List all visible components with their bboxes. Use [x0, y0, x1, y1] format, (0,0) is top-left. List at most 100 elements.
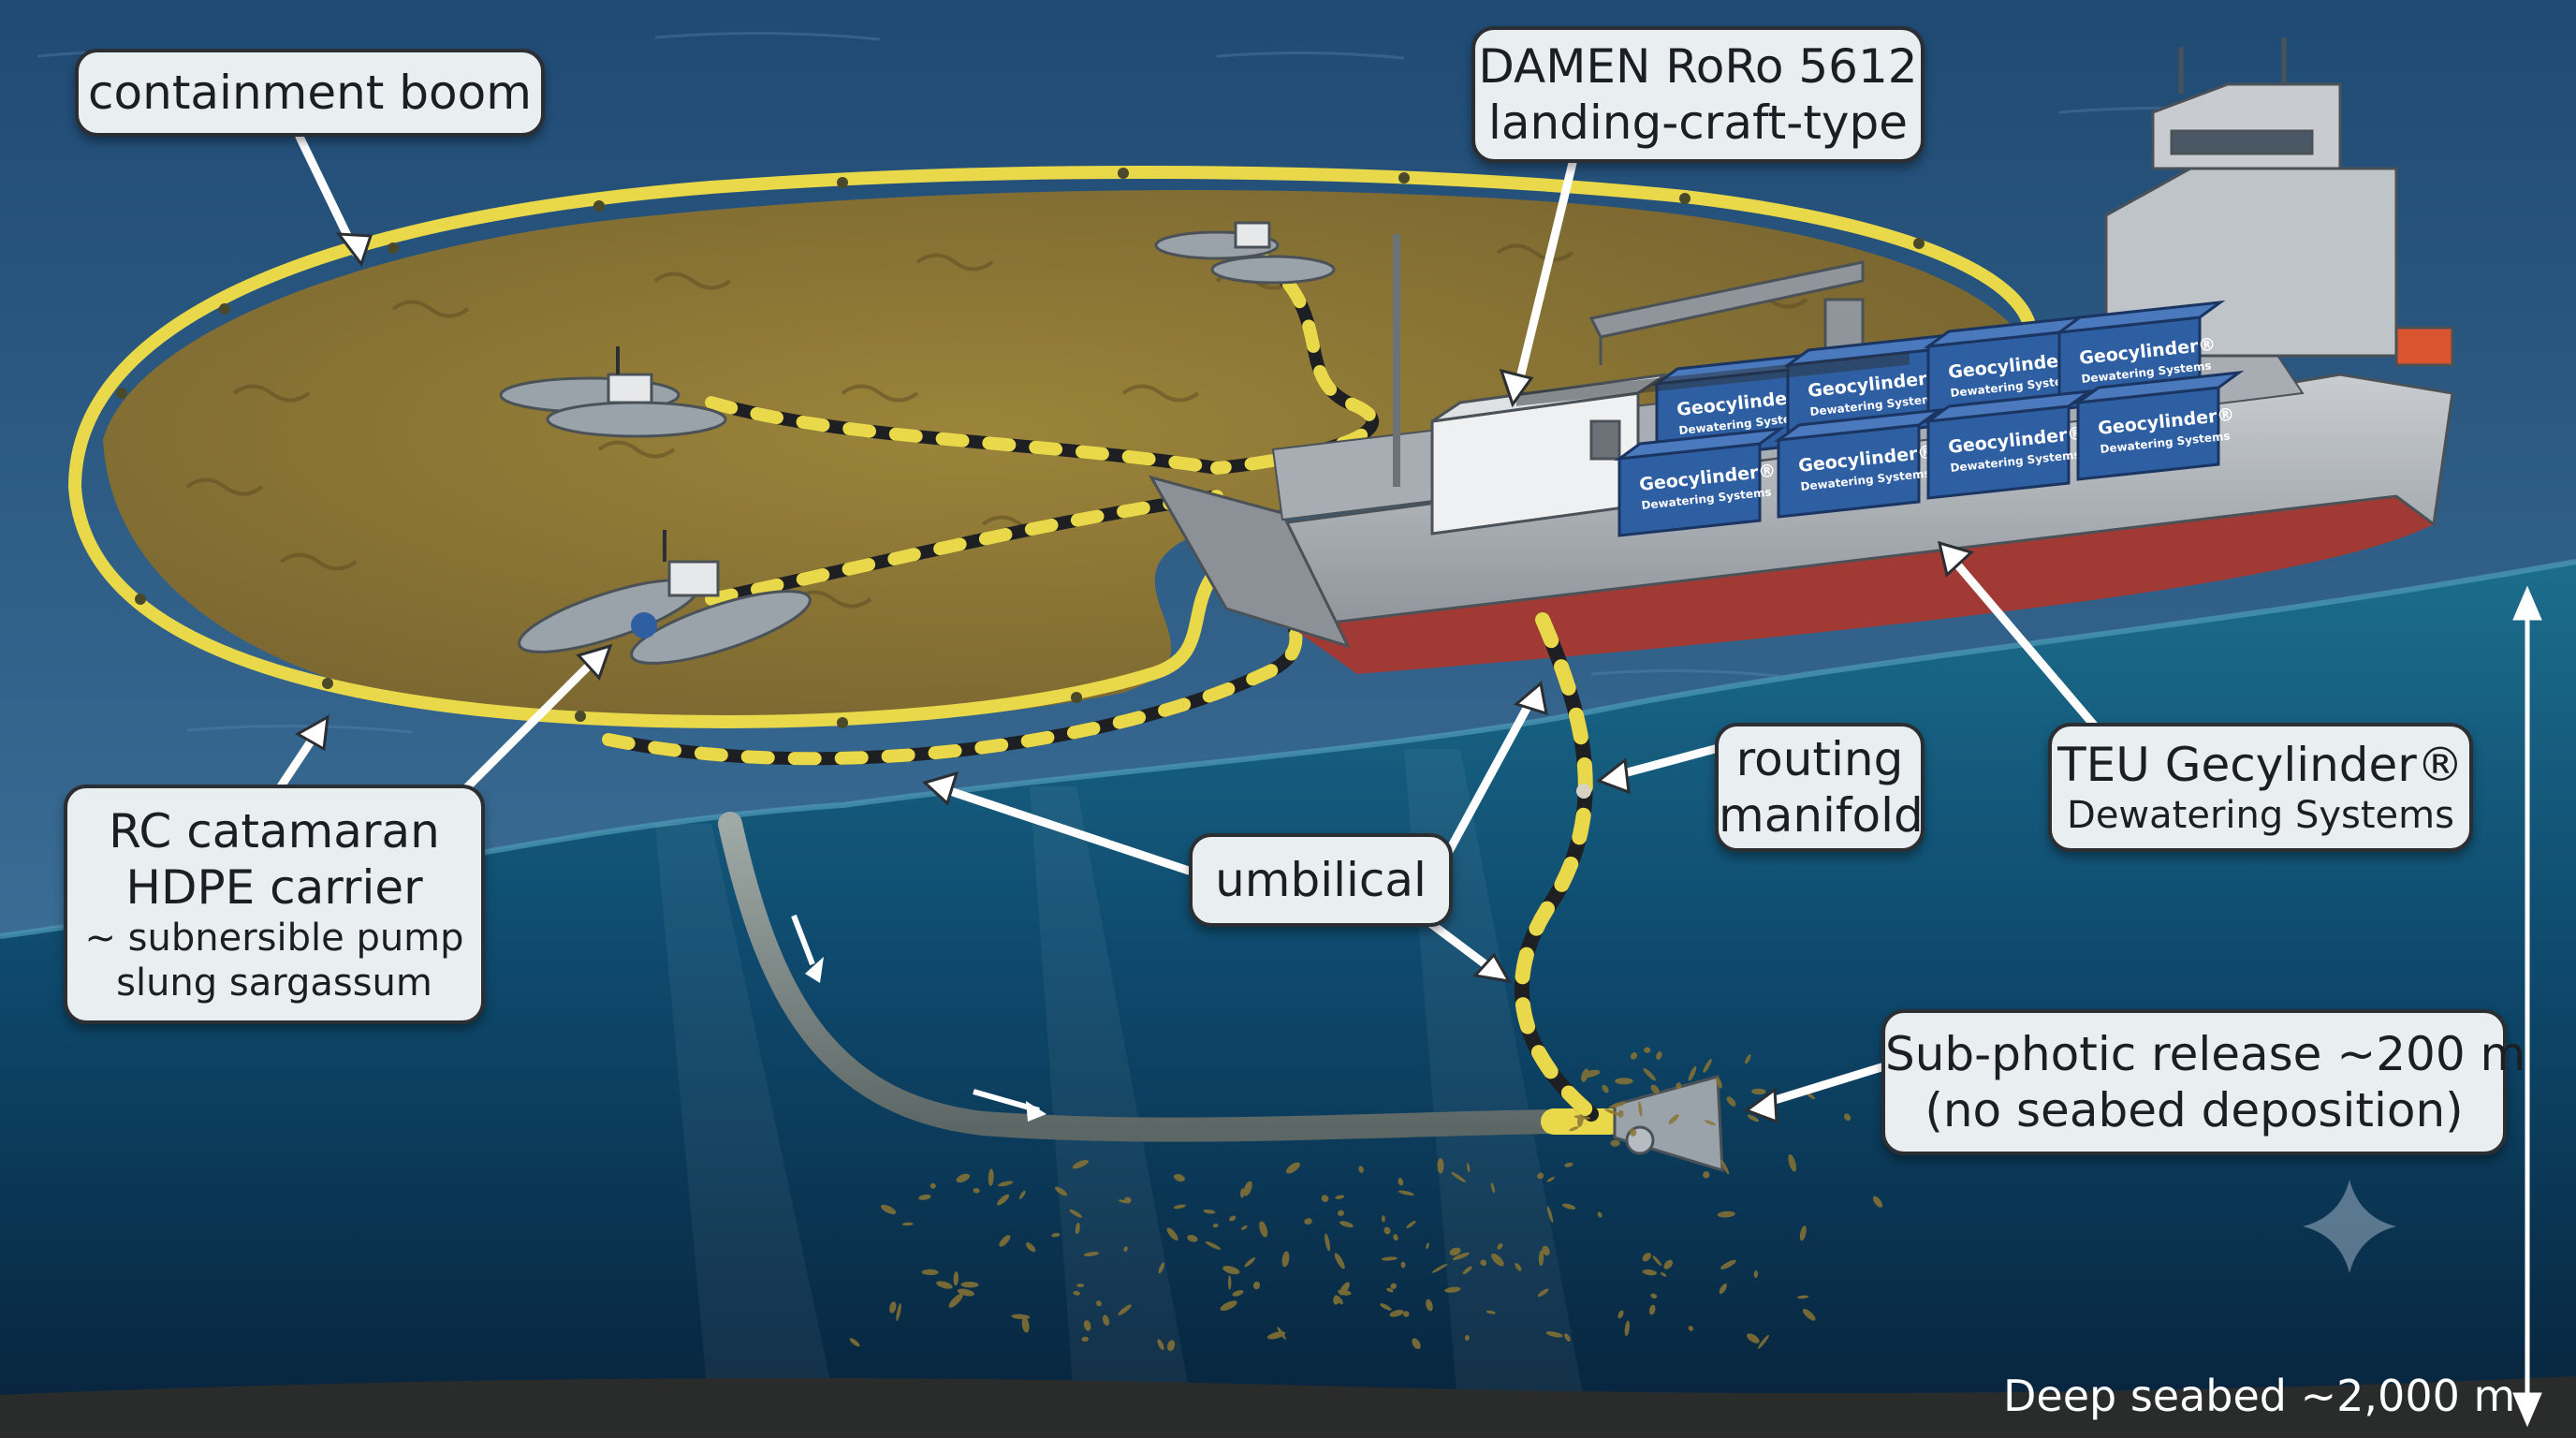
sargassum-fragment	[1076, 1284, 1085, 1287]
sargassum-fragment	[1173, 1174, 1185, 1182]
sargassum-fragment	[1546, 1206, 1554, 1224]
sargassum-fragment	[1747, 1114, 1760, 1123]
sargassum-fragment	[1304, 1218, 1312, 1225]
sargassum-fragment	[1569, 1126, 1579, 1132]
sargassum-fragment	[1286, 1162, 1300, 1174]
flow-arrowhead-1	[805, 957, 824, 983]
sargassum-fragment	[1021, 1316, 1030, 1333]
seabed	[0, 1376, 2576, 1438]
sargassum-fragment	[1497, 1242, 1503, 1250]
hull-portholes	[1516, 351, 1910, 406]
catamaran-top	[1154, 221, 1336, 285]
sargassum-fragment	[1240, 1188, 1245, 1198]
containment-boom-label: containment boom	[88, 66, 532, 120]
sargassum-fragment	[1203, 1209, 1216, 1214]
sargassum-fragment	[1333, 1295, 1339, 1305]
sargassum-fragment	[1426, 1299, 1433, 1312]
sargassum-fragment	[929, 1182, 936, 1189]
sargassum-fragment	[1630, 1051, 1637, 1060]
routing-label-line2: manifold	[1719, 788, 1924, 843]
sargassum-fragment	[1617, 1109, 1624, 1118]
sargassum-fragment	[1412, 1338, 1421, 1349]
sargassum-fragment	[1339, 1221, 1354, 1228]
sargassum-fragment	[1403, 1311, 1410, 1317]
sargassum-fragment	[1072, 1159, 1089, 1169]
sargassum-fragment	[1386, 1287, 1394, 1293]
geocylinder-container: Geocylinder®Dewatering Systems	[1614, 426, 1786, 537]
sargassum-fragment	[1212, 1223, 1219, 1228]
sargassum-fragment	[1449, 1247, 1461, 1256]
sargassum-fragment	[1083, 1320, 1091, 1331]
callout-pointers	[276, 132, 2101, 1109]
ship-ramp	[1148, 475, 1351, 649]
sargassum-fragment	[1650, 1084, 1660, 1094]
sargassum-fragment	[1480, 1259, 1487, 1267]
rc-label-line4: slung sargassum	[116, 961, 432, 1005]
containment-boom	[68, 165, 2038, 728]
sargassum-fragment	[1642, 1252, 1651, 1262]
sargassum-fragment	[1642, 1269, 1658, 1276]
sargassum-plume	[849, 1047, 1882, 1352]
sargassum-fragment	[1055, 1186, 1067, 1196]
sargassum-fragment	[1757, 1334, 1769, 1349]
sargassum-fragment	[1383, 1226, 1391, 1235]
sargassum-fragment	[1537, 1172, 1544, 1180]
sargassum-fragment	[1431, 1263, 1448, 1273]
sargassum-fragment	[1844, 1113, 1852, 1122]
umbilical-label: umbilical	[1215, 853, 1427, 907]
sargassum-fragment	[1788, 1154, 1796, 1172]
catamaran-middle	[499, 346, 727, 438]
sargassum-fragment	[1486, 1310, 1496, 1314]
damen-label-line1: DAMEN RoRo 5612	[1478, 39, 1918, 94]
sargassum-fragment	[1220, 1300, 1237, 1312]
sargassum-fragment	[1656, 1051, 1662, 1060]
damen-label-line2: landing-craft-type	[1487, 95, 1909, 150]
sargassum-fragment	[1462, 1266, 1472, 1275]
sargassum-fragment	[901, 1222, 914, 1226]
sargassum-fragment	[1688, 1326, 1693, 1331]
sargassum-fragment	[1205, 1241, 1222, 1250]
sargassum-fragment	[1241, 1225, 1248, 1230]
vertical-umbilical	[1514, 612, 1599, 1122]
sargassum-fragment	[1546, 1177, 1555, 1182]
sargassum-fragment	[1545, 1331, 1563, 1338]
callout-routing-manifold: routing manifold	[1715, 723, 1925, 852]
sargassum-fragment	[1400, 1261, 1406, 1269]
depth-label: Deep seabed ~2,000 m	[2003, 1371, 2516, 1421]
sargassum-fragment	[1660, 1272, 1667, 1277]
sargassum-fragment	[1624, 1320, 1630, 1337]
sargassum-fragment	[1797, 1295, 1809, 1299]
callout-damen-vessel: DAMEN RoRo 5612 landing-craft-type	[1471, 26, 1925, 163]
sargassum-fragment	[1358, 1166, 1364, 1173]
rc-label-line3: ~ subnersible pump	[84, 917, 464, 960]
sargassum-fragment	[1716, 1077, 1722, 1089]
sargassum-fragment	[997, 1194, 1010, 1206]
sargassum-fragment	[1437, 1158, 1444, 1174]
sargassum-fragment	[1335, 1195, 1345, 1199]
sargassum-fragment	[1281, 1251, 1290, 1268]
sargassum-fragment	[921, 1269, 939, 1276]
sargassum-fragment	[1380, 1303, 1392, 1311]
sargassum-fragment	[1617, 1310, 1624, 1319]
sargassum-fragment	[1338, 1210, 1344, 1216]
ship-superstructure	[2104, 37, 2454, 367]
catamaran-front	[518, 530, 812, 665]
sargassum-fragment	[1652, 1255, 1662, 1267]
sargassum-fragment	[1073, 1290, 1080, 1296]
rc-label-line2: HDPE carrier	[125, 860, 423, 915]
sargassum-fragment	[1663, 1259, 1674, 1269]
sargassum-fragment	[960, 1281, 979, 1288]
sargassum-fragment	[1799, 1225, 1807, 1241]
sargassum-fragment	[1452, 1252, 1470, 1260]
sargassum-fragment	[1398, 1190, 1414, 1196]
sargassum-fragment	[957, 1288, 975, 1297]
sargassum-fragment	[1069, 1209, 1082, 1218]
sargassum-fragment	[1491, 1253, 1504, 1267]
geocylinder-container: Geocylinder®Dewatering Systems	[1923, 389, 2095, 500]
geocylinder-container: Geocylinder®Dewatering Systems	[2072, 370, 2245, 481]
geocylinder-containers: Geocylinder®Dewatering SystemsGeocylinde…	[1614, 300, 2245, 537]
sargassum-fragment	[1123, 1246, 1128, 1252]
sargassum-fragment	[1719, 1284, 1727, 1295]
callout-containment-boom: containment boom	[75, 49, 545, 137]
